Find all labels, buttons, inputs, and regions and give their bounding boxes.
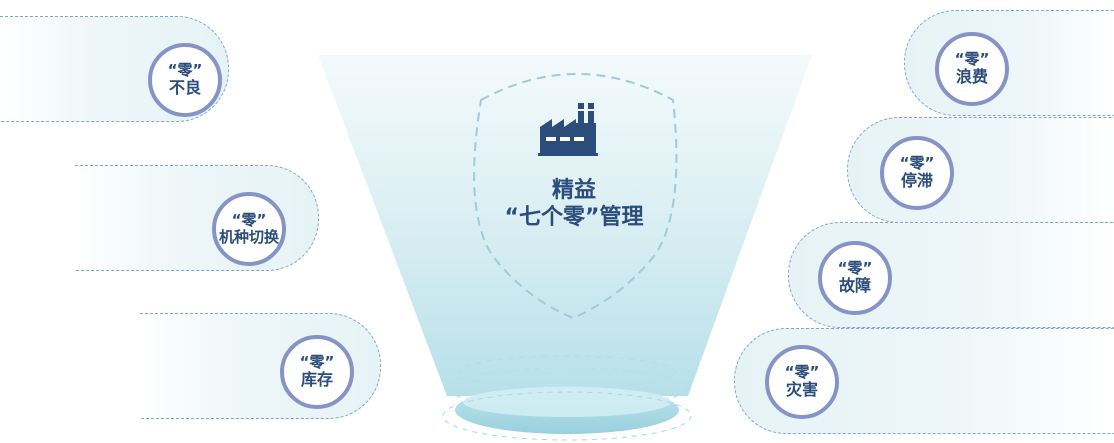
badge-label: 不良 — [168, 78, 201, 98]
badge-label: 停滞 — [900, 171, 933, 191]
factory-icon — [538, 103, 598, 156]
badge-label: 灾害 — [785, 380, 818, 400]
badge-label: 库存 — [300, 370, 333, 390]
funnel-beam — [318, 55, 812, 396]
badge-zero-changeover: “零” 机种切换 — [212, 192, 286, 266]
badge-prefix: “零” — [837, 259, 873, 278]
base-ring-bottom — [442, 391, 692, 441]
badge-label: 机种切换 — [218, 228, 279, 246]
badge-label: 故障 — [838, 276, 871, 296]
badge-prefix: “零” — [231, 210, 267, 229]
title-line-2: “七个零”管理 — [504, 204, 644, 230]
base-platform-top — [463, 387, 671, 417]
center-title: 精益 “七个零”管理 — [469, 178, 679, 232]
badge-prefix: “零” — [784, 363, 820, 382]
title-line-1: 精益 — [551, 178, 596, 203]
badge-prefix: “零” — [167, 61, 203, 80]
badge-zero-breakdown: “零” 故障 — [818, 241, 892, 315]
badge-zero-defect: “零” 不良 — [148, 43, 222, 117]
badge-zero-waste: “零” 浪费 — [935, 32, 1009, 106]
badge-label: 浪费 — [955, 67, 988, 87]
badge-zero-accident: “零” 灾害 — [765, 345, 839, 419]
badge-prefix: “零” — [954, 50, 990, 69]
shield-outline — [473, 73, 678, 320]
badge-prefix: “零” — [299, 353, 335, 372]
badge-zero-stagnation: “零” 停滞 — [880, 136, 954, 210]
badge-zero-inventory: “零” 库存 — [280, 335, 354, 409]
badge-prefix: “零” — [899, 154, 935, 173]
